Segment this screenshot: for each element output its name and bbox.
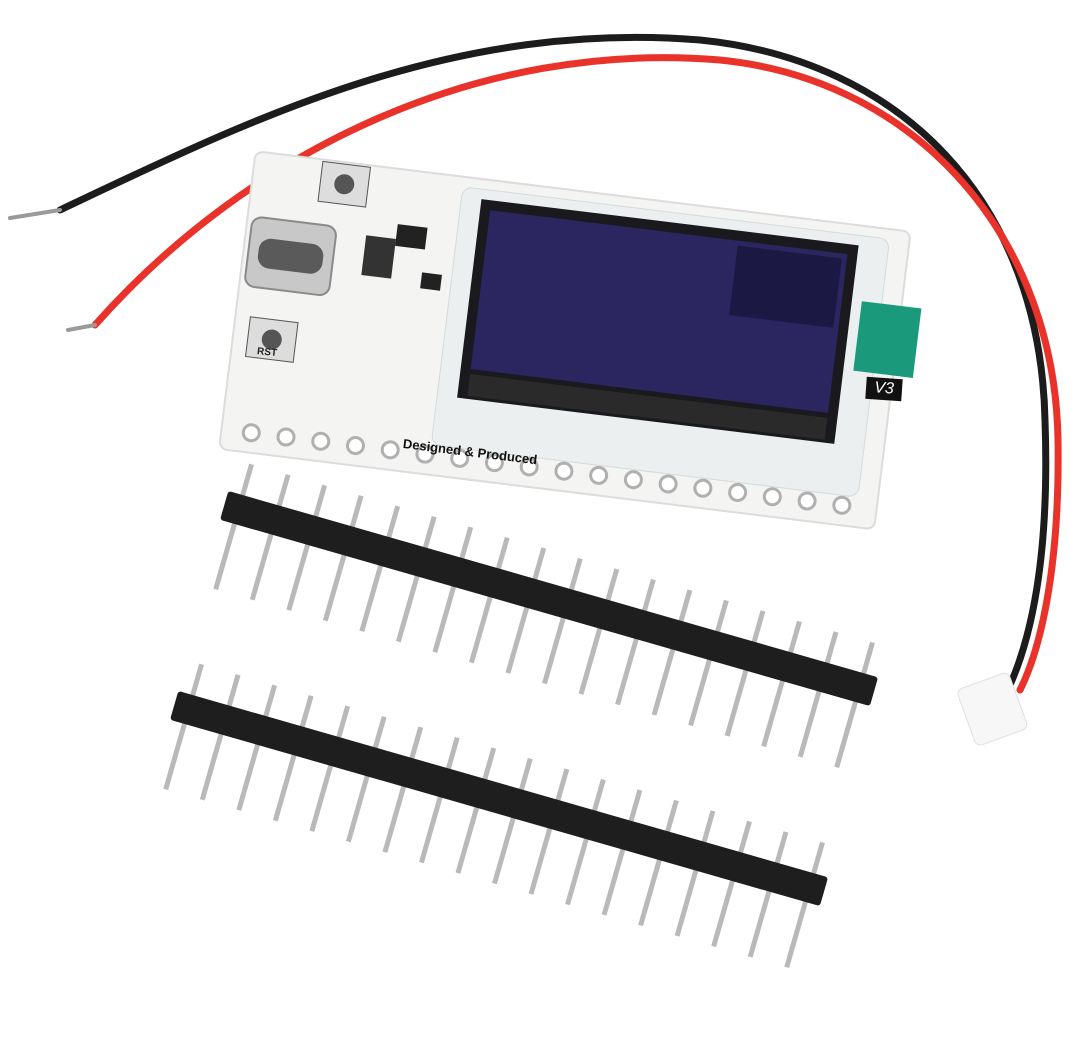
rst-label: RST bbox=[256, 345, 278, 360]
pin-header-2 bbox=[163, 663, 828, 969]
pin-header-1 bbox=[213, 463, 878, 769]
dev-board bbox=[218, 151, 922, 530]
antenna-pad bbox=[853, 301, 922, 378]
battery-wire bbox=[8, 33, 1062, 694]
jst-connector bbox=[957, 672, 1028, 746]
version-label: V3 bbox=[865, 376, 903, 402]
